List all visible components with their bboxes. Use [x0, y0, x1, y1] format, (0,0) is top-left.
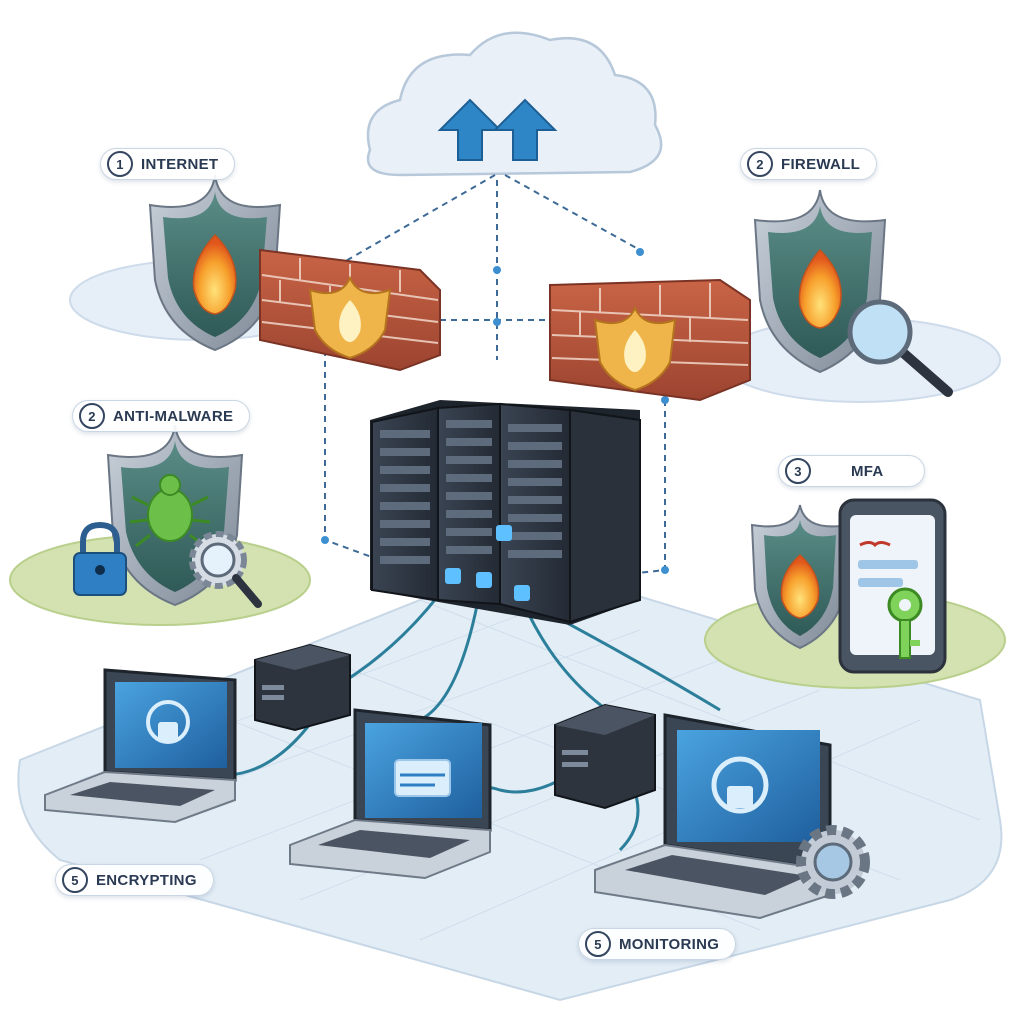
label-monitoring: 5 MONITORING	[578, 928, 736, 960]
label-number: 5	[62, 867, 88, 893]
server-rack-icon	[370, 400, 640, 625]
label-encrypting: 5 ENCRYPTING	[55, 864, 214, 896]
label-anti-malware: 2 ANTI-MALWARE	[72, 400, 250, 432]
right-brick-wall-icon	[550, 280, 750, 400]
label-mfa: 3 MFA	[778, 455, 925, 487]
label-firewall: 2 FIREWALL	[740, 148, 877, 180]
label-number: 2	[747, 151, 773, 177]
left-brick-wall-icon	[260, 250, 440, 370]
label-number: 1	[107, 151, 133, 177]
label-internet: 1 INTERNET	[100, 148, 235, 180]
label-number: 3	[785, 458, 811, 484]
label-text: ENCRYPTING	[96, 872, 197, 889]
label-number: 2	[79, 403, 105, 429]
padlock-icon	[74, 525, 126, 595]
network-switch-box-left	[255, 645, 350, 730]
label-text: INTERNET	[141, 156, 218, 173]
monitoring-gear-icon	[801, 830, 865, 894]
label-text: ANTI-MALWARE	[113, 408, 233, 425]
cloud-icon	[368, 33, 661, 175]
label-text: MONITORING	[619, 936, 719, 953]
label-text: MFA	[851, 463, 884, 480]
network-switch-box-right	[555, 705, 655, 808]
label-number: 5	[585, 931, 611, 957]
smartphone-icon	[840, 500, 945, 672]
label-text: FIREWALL	[781, 156, 860, 173]
